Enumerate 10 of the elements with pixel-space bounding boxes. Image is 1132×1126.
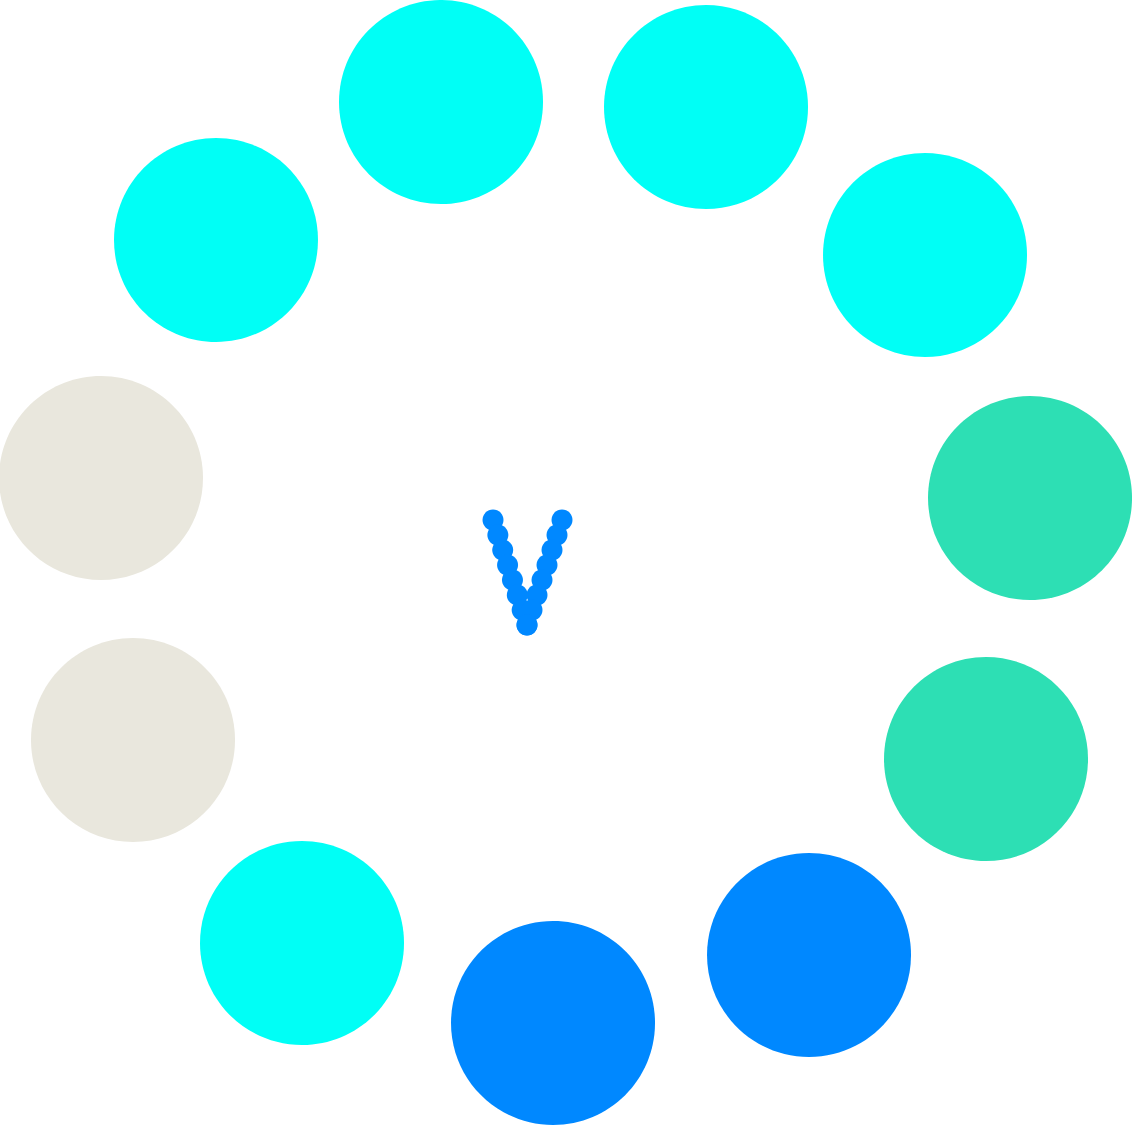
dot-circle (114, 138, 318, 342)
dot-circle (928, 396, 1132, 600)
dot-circle (823, 153, 1027, 357)
dot-circle (451, 921, 655, 1125)
dot-circle (884, 657, 1088, 861)
dot-circle (604, 5, 808, 209)
dot-circle (707, 853, 911, 1057)
dot-circle (200, 841, 404, 1045)
dot-circle (31, 638, 235, 842)
dot-circle (339, 0, 543, 204)
